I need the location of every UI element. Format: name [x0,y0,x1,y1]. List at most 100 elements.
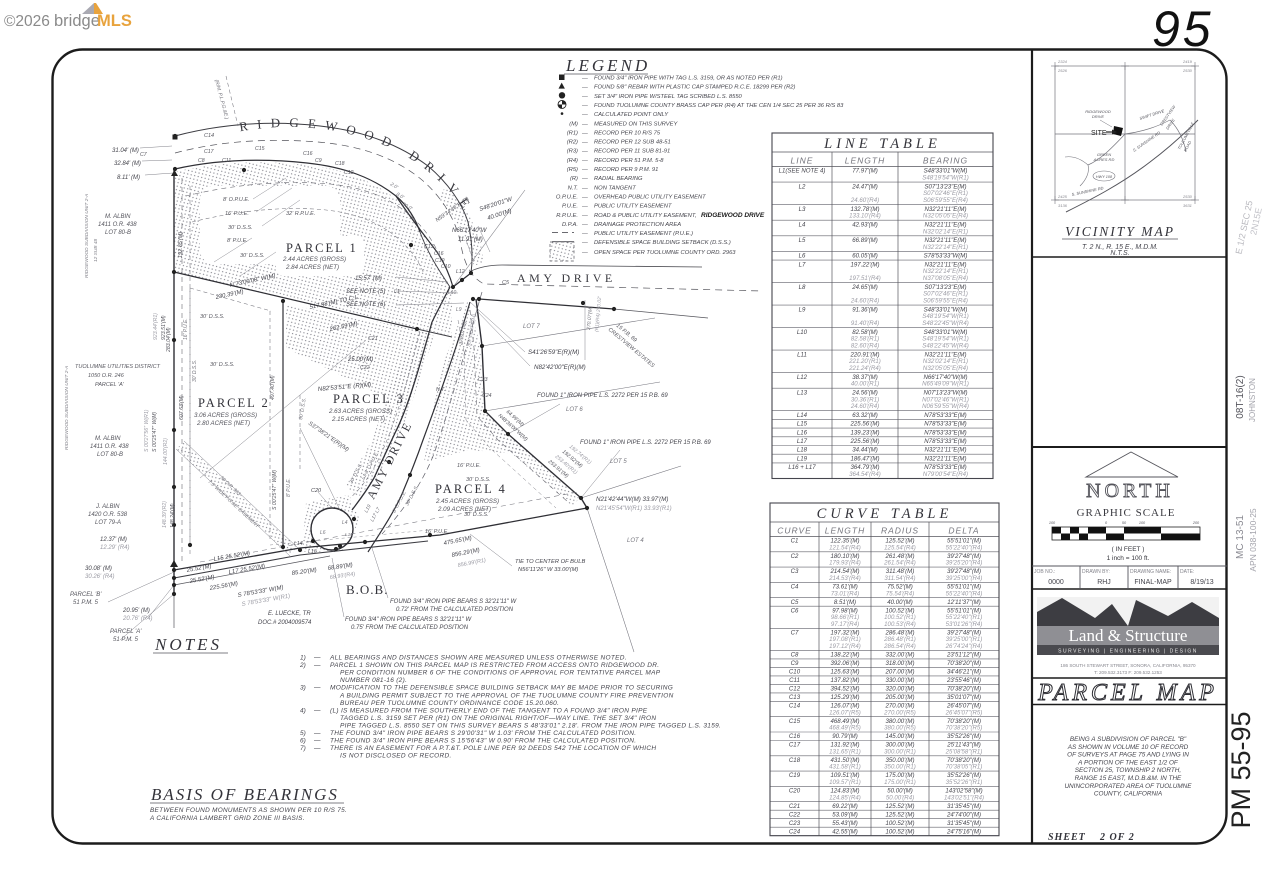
svg-text:270.00'(M): 270.00'(M) [885,702,915,709]
svg-text:214.53'(R4): 214.53'(R4) [828,575,861,582]
svg-text:—: — [581,185,588,191]
svg-text:300.00'(M): 300.00'(M) [886,742,915,749]
svg-text:—: — [581,94,588,100]
svg-text:M. ALBIN: M. ALBIN [95,436,121,442]
svg-text:C24: C24 [789,828,801,835]
svg-text:S07'02'46"E(R1): S07'02'46"E(R1) [923,291,968,298]
svg-text:8.51'(M): 8.51'(M) [834,599,856,606]
svg-text:C5: C5 [502,280,510,286]
svg-text:30' D.S.S.: 30' D.S.S. [228,225,253,231]
svg-text:8' O.P.U.E.: 8' O.P.U.E. [223,197,250,203]
svg-text:BUREAU PER TUOLUMNE COUNTY ORD: BUREAU PER TUOLUMNE COUNTY ORDINANCE COD… [340,700,559,707]
svg-text:—: — [581,167,588,173]
svg-text:125.63'(M): 125.63'(M) [831,668,860,675]
svg-text:C3: C3 [791,568,799,575]
svg-text:30' D.S.S.: 30' D.S.S. [464,512,489,518]
svg-text:N65'49'09"W(R1): N65'49'09"W(R1) [922,381,969,388]
svg-text:N.T.: N.T. [568,185,578,191]
svg-text:PARCEL 'A': PARCEL 'A' [110,629,142,635]
svg-text:66.89'(M): 66.89'(M) [852,237,878,244]
svg-text:L1(SEE NOTE 4): L1(SEE NOTE 4) [779,168,826,175]
svg-text:PARCEL 1 SHOWN ON THIS PARCEL: PARCEL 1 SHOWN ON THIS PARCEL MAP IS RES… [330,662,659,669]
svg-text:C18: C18 [335,161,345,167]
svg-text:132.78'(M): 132.78'(M) [851,206,880,213]
svg-text:497.40'(M): 497.40'(M) [270,375,276,400]
svg-text:Land & Structure: Land & Structure [1069,626,1188,645]
svg-text:39'27'48"(M): 39'27'48"(M) [947,629,981,636]
svg-text:143'02'51"(R4): 143'02'51"(R4) [944,794,984,801]
svg-text:TAGGED L.S. 3159 SET PER (R1): TAGGED L.S. 3159 SET PER (R1) ON THE ORI… [340,715,656,722]
svg-text:DRAINAGE PROTECTION AREA: DRAINAGE PROTECTION AREA [594,222,681,228]
svg-text:PUBLIC UTILITY EASEMENT: PUBLIC UTILITY EASEMENT [594,204,672,210]
svg-text:31'35'45"(M): 31'35'45"(M) [947,820,981,827]
svg-text:205.00'(M): 205.00'(M) [885,694,915,701]
svg-text:23'51'12"(M): 23'51'12"(M) [946,651,981,658]
svg-text:24'74'00"(M): 24'74'00"(M) [946,811,981,818]
svg-text:L13: L13 [797,389,808,396]
svg-text:S07'13'23"E(M): S07'13'23"E(M) [924,183,966,190]
svg-text:1411 O.R. 438: 1411 O.R. 438 [90,444,129,450]
svg-text:24'75'16"(M): 24'75'16"(M) [946,828,981,835]
svg-text:S48'19'54"W(R1): S48'19'54"W(R1) [922,313,969,320]
svg-text:L10: L10 [448,290,457,296]
svg-text:109.57'(R1): 109.57'(R1) [829,779,861,786]
svg-text:55.43'(M): 55.43'(M) [832,820,858,827]
svg-text:N32'02'14"E(R1): N32'02'14"E(R1) [923,228,968,235]
svg-text:RADIUS: RADIUS [881,526,919,536]
svg-text:42.93'(M): 42.93'(M) [852,221,878,228]
svg-text:311.54'(R4): 311.54'(R4) [884,575,915,582]
svg-text:S 00'25'47" W(M): S 00'25'47" W(M) [272,470,278,510]
svg-text:(R4): (R4) [567,158,578,164]
svg-text:N32'05'05"E(R4): N32'05'05"E(R4) [923,365,968,372]
svg-text:0.72' FROM THE CALCULATED POSI: 0.72' FROM THE CALCULATED POSITION [396,607,514,613]
svg-text:N37'08'05"E(R4): N37'08'05"E(R4) [923,275,968,282]
svg-text:42.55'(M): 42.55'(M) [832,828,858,835]
svg-text:35'52'26"(M): 35'52'26"(M) [947,733,981,740]
svg-text:PARCEL 2: PARCEL 2 [198,396,270,410]
svg-text:100: 100 [1049,521,1056,525]
svg-text:THERE IS AN EASEMENT FOR A P.T: THERE IS AN EASEMENT FOR A P.T.&T. POLE … [330,745,656,752]
svg-text:L15: L15 [797,421,808,428]
svg-text:LENGTH: LENGTH [845,156,885,166]
svg-text:16' P.U.E.: 16' P.U.E. [457,463,481,469]
svg-text:82.60'(R4): 82.60'(R4) [851,343,879,350]
svg-text:(R2): (R2) [567,140,578,146]
svg-text:53.09'(M): 53.09'(M) [832,811,858,818]
svg-text:225.56'(M): 225.56'(M) [208,581,238,592]
svg-text:T: 209.532.3173 F: 209.532.12: T: 209.532.3173 F: 209.532.1253 [1094,670,1162,675]
svg-text:40.00'(R1): 40.00'(R1) [851,381,879,388]
svg-text:C18: C18 [789,757,801,764]
svg-text:2.15 ACRES (NET): 2.15 ACRES (NET) [331,416,385,423]
svg-text:55'51'01"(M): 55'51'01"(M) [947,583,981,590]
svg-text:LOT 80-B: LOT 80-B [97,452,123,458]
svg-text:12.29' (R4): 12.29' (R4) [100,545,130,551]
svg-text:C14: C14 [204,133,214,139]
svg-text:—: — [313,745,321,752]
svg-text:—: — [581,76,588,82]
svg-text:CALCULATED POINT ONLY: CALCULATED POINT ONLY [594,112,669,118]
svg-text:S48'33'01"W(M): S48'33'01"W(M) [924,306,968,313]
svg-text:124.85'(R4): 124.85'(R4) [829,794,861,801]
svg-text:GRAPHIC SCALE: GRAPHIC SCALE [1077,507,1176,519]
svg-text:145.00'(M): 145.00'(M) [886,733,915,740]
svg-text:L9: L9 [456,307,462,313]
svg-text:C22: C22 [360,365,370,371]
svg-text:—: — [581,112,588,118]
svg-text:APN 038-100-25: APN 038-100-25 [1248,508,1258,572]
svg-text:S78'53'33"W(M): S78'53'33"W(M) [924,253,968,260]
svg-text:RECORD PER 11 SUB 81-91: RECORD PER 11 SUB 81-91 [594,149,670,155]
svg-text:175.00'(M): 175.00'(M) [886,772,915,779]
svg-text:BETWEEN FOUND MONUMENTS AS SHO: BETWEEN FOUND MONUMENTS AS SHOWN PER 10 … [150,807,347,814]
svg-text:126.07'(R5): 126.07'(R5) [829,709,861,716]
svg-text:16' P.U.E.: 16' P.U.E. [225,211,249,217]
svg-text:PM 55-95: PM 55-95 [1226,711,1256,828]
svg-text:32.84' (M): 32.84' (M) [114,161,141,167]
svg-text:380.00'(R5): 380.00'(R5) [884,725,916,732]
svg-text:3631: 3631 [1183,203,1192,208]
svg-text:—: — [581,140,588,146]
svg-text:180.10'(M): 180.10'(M) [831,553,860,560]
svg-text:VICINITY MAP: VICINITY MAP [1065,224,1175,239]
svg-text:69.22'(M): 69.22'(M) [832,803,858,810]
svg-text:70'38'20"(M): 70'38'20"(M) [947,757,981,764]
svg-text:—: — [581,231,588,237]
